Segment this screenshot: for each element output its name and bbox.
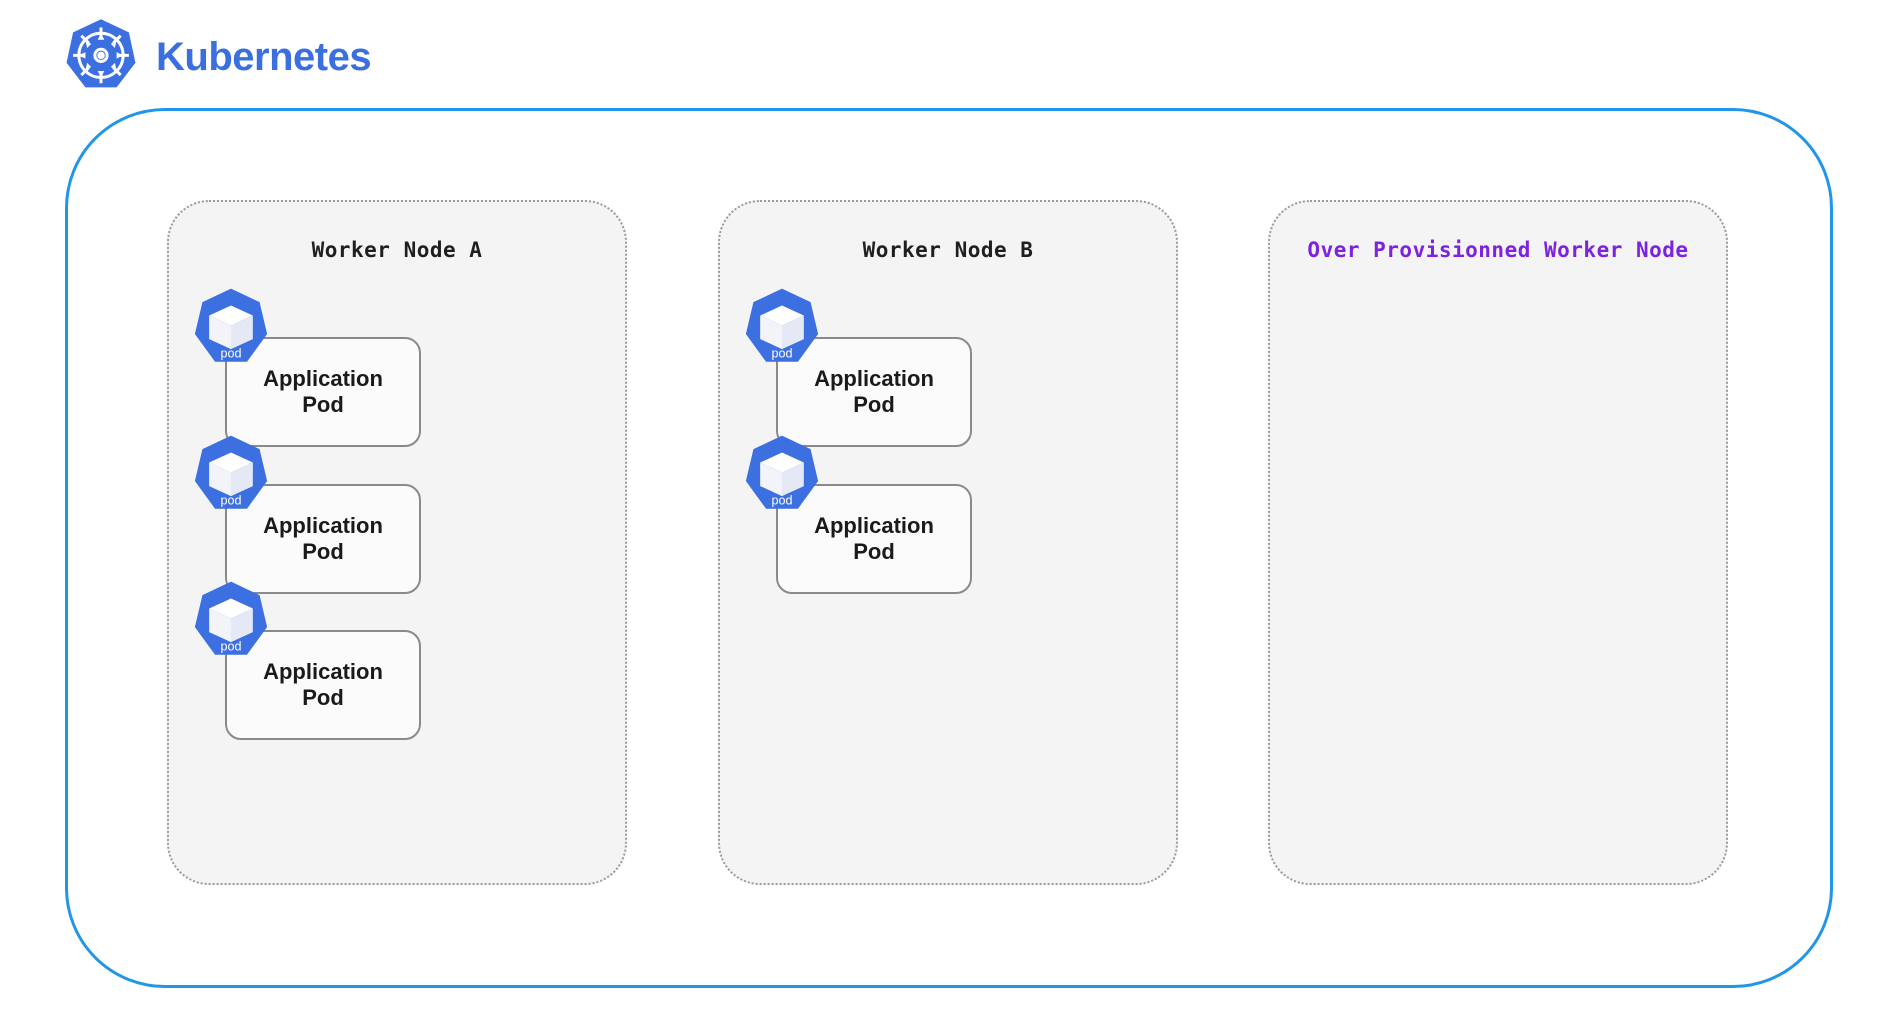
application-pod-label: Application Pod xyxy=(814,513,934,564)
application-pod-card[interactable]: Application Pod xyxy=(225,337,421,447)
svg-text:pod: pod xyxy=(771,347,792,361)
svg-text:pod: pod xyxy=(220,494,241,508)
pod-unit[interactable]: Application Pod pod xyxy=(740,434,1040,619)
pod-cube-icon: pod xyxy=(740,434,824,518)
application-pod-card[interactable]: Application Pod xyxy=(776,484,972,594)
application-pod-card[interactable]: Application Pod xyxy=(225,630,421,740)
pod-cube-icon: pod xyxy=(189,434,273,518)
application-pod-label: Application Pod xyxy=(263,659,383,710)
application-pod-card[interactable]: Application Pod xyxy=(225,484,421,594)
over-provisionned-worker-node[interactable]: Over Provisionned Worker Node xyxy=(1268,200,1728,885)
application-pod-label: Application Pod xyxy=(814,366,934,417)
svg-text:pod: pod xyxy=(220,640,241,654)
pod-unit[interactable]: Application Pod pod xyxy=(189,287,489,472)
worker-node-b-title: Worker Node B xyxy=(862,238,1034,262)
worker-node-a[interactable]: Worker Node A Application Pod pod Applic… xyxy=(167,200,627,885)
application-pod-card[interactable]: Application Pod xyxy=(776,337,972,447)
pod-unit[interactable]: Application Pod pod xyxy=(740,287,1040,472)
pod-cube-icon: pod xyxy=(189,287,273,371)
svg-text:pod: pod xyxy=(771,494,792,508)
application-pod-label: Application Pod xyxy=(263,513,383,564)
brand-header: Kubernetes xyxy=(60,12,372,102)
worker-node-b[interactable]: Worker Node B Application Pod pod Applic… xyxy=(718,200,1178,885)
pod-unit[interactable]: Application Pod pod xyxy=(189,580,489,765)
svg-text:pod: pod xyxy=(220,347,241,361)
worker-node-a-title: Worker Node A xyxy=(311,238,483,262)
over-provisionned-worker-node-title: Over Provisionned Worker Node xyxy=(1307,238,1689,262)
application-pod-label: Application Pod xyxy=(263,366,383,417)
pod-cube-icon: pod xyxy=(189,580,273,664)
kubernetes-helm-wheel-icon xyxy=(60,16,142,98)
pod-cube-icon: pod xyxy=(740,287,824,371)
brand-title: Kubernetes xyxy=(156,35,372,79)
pod-unit[interactable]: Application Pod pod xyxy=(189,434,489,619)
kubernetes-cluster-boundary xyxy=(65,108,1833,988)
